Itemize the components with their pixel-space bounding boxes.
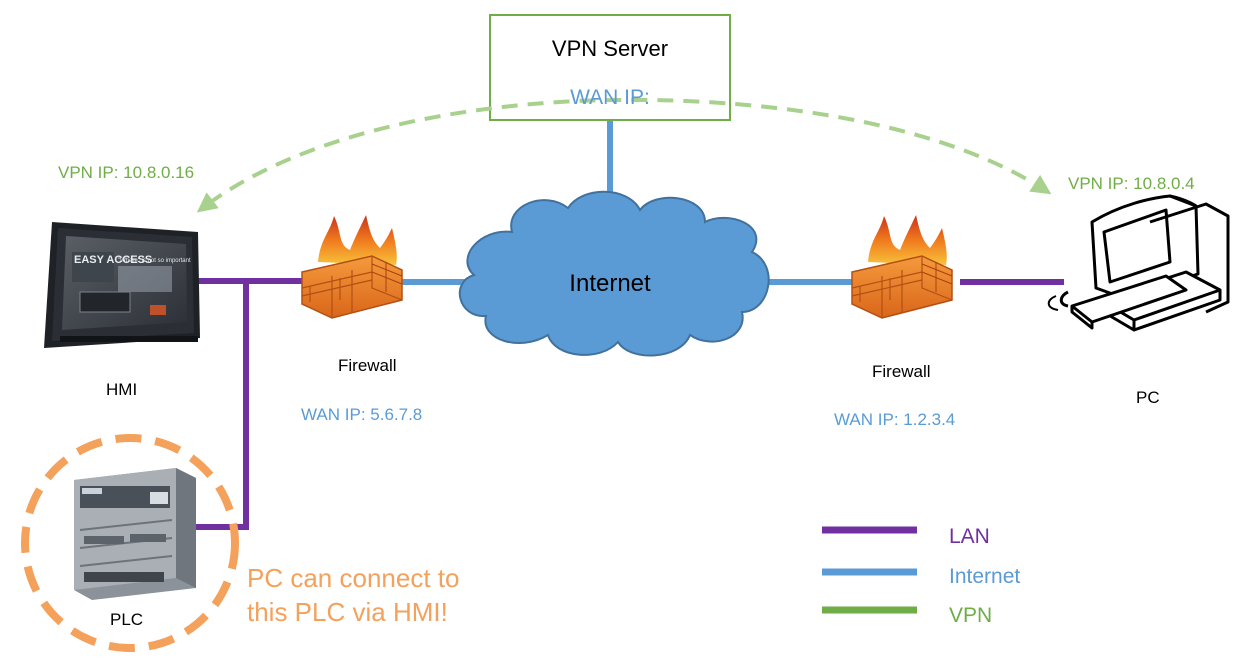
pc-icon: [1047, 194, 1230, 332]
legend-internet-label: Internet: [949, 565, 1021, 588]
hmi-screen-brand: EASY ACCESS: [74, 254, 152, 266]
cloud-label: Internet: [569, 270, 651, 297]
callout-line-2: this PLC via HMI!: [247, 597, 448, 627]
pc-label: PC: [1136, 388, 1160, 407]
hmi-device-icon: EASY ACCESS "Where" is not so important: [44, 222, 200, 348]
firewall-right-wan-ip: WAN IP: 1.2.3.4: [834, 410, 956, 429]
hmi-vpn-ip: VPN IP: 10.8.0.16: [58, 163, 195, 182]
firewall-left-label: Firewall: [338, 356, 397, 375]
pc-vpn-ip: VPN IP: 10.8.0.4: [1068, 174, 1195, 193]
callout-line-1: PC can connect to: [247, 563, 460, 593]
firewall-right-label: Firewall: [872, 362, 931, 381]
hmi-label: HMI: [106, 380, 138, 399]
firewall-right-icon: [851, 215, 953, 319]
lan-links: [196, 278, 1064, 530]
vpn-server-title: VPN Server: [551, 36, 669, 61]
firewall-left-wan-ip: WAN IP: 5.6.7.8: [301, 405, 423, 424]
plc-highlight-circle: [21, 434, 239, 652]
plc-label: PLC: [110, 610, 144, 629]
legend-vpn-label: VPN: [949, 604, 993, 627]
vpn-server-wan-ip: WAN IP:: [570, 86, 650, 109]
vpn-tunnel-arc: [196, 97, 1052, 213]
plc-icon: [74, 468, 196, 600]
hmi-screen-tagline: "Where" is not so important: [118, 258, 191, 264]
legend: [822, 526, 917, 614]
legend-lan-label: LAN: [949, 525, 990, 548]
firewall-left-icon: [301, 215, 403, 319]
